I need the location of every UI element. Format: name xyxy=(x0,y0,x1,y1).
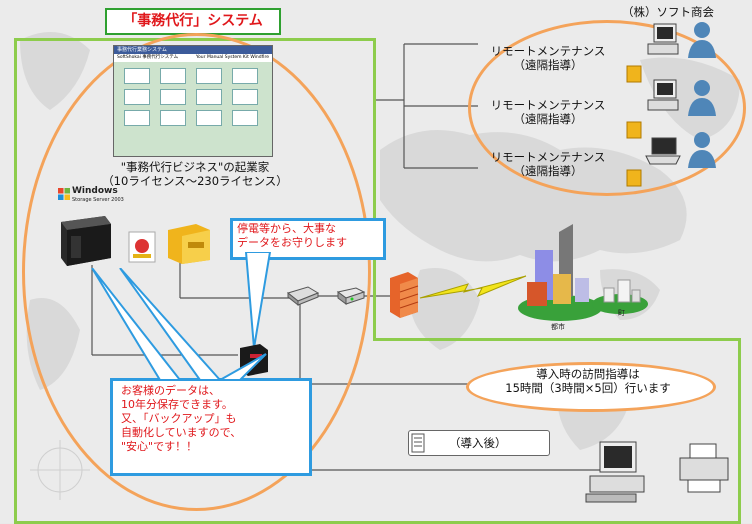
company-label: （株）ソフト商会 xyxy=(622,5,714,19)
printer-icon xyxy=(679,443,729,493)
entrepreneur-line2: （10ライセンス〜230ライセンス） xyxy=(102,174,288,188)
firewall-icon xyxy=(390,272,419,318)
remote-row-1-line1: リモートメンテナンス xyxy=(490,44,606,58)
data-retention-callout: お客様のデータは、 10年分保存できます。 又、「バックアップ」も 自動化してい… xyxy=(110,378,312,476)
windows-brand: Windows xyxy=(72,186,118,196)
app-icon-tile xyxy=(232,68,258,84)
app-icon-tile xyxy=(232,110,258,126)
power-protection-callout: 停電等から、大事な データをお守りします xyxy=(230,218,386,260)
data-callout-line3: 又、「バックアップ」も xyxy=(121,412,237,425)
remote-row-1-label: リモートメンテナンス （遠隔指導） xyxy=(478,44,618,72)
remote-maintenance-oval xyxy=(468,20,746,196)
system-frame-divider xyxy=(373,38,376,340)
power-callout-line1: 停電等から、大事な xyxy=(237,222,336,235)
visit-line2: 15時間（3時間×5回）行います xyxy=(505,381,671,395)
remote-row-2-line2: （遠隔指導） xyxy=(513,112,583,126)
remote-row-2-label: リモートメンテナンス （遠隔指導） xyxy=(478,98,618,126)
data-callout-pointer xyxy=(91,268,267,381)
entrepreneur-line1: "事務代行ビジネス"の起業家 xyxy=(120,160,270,174)
software-package-icon xyxy=(128,231,156,263)
laptop-computer-icon xyxy=(645,137,681,165)
app-icon-tile xyxy=(196,68,222,84)
app-icon-tile xyxy=(124,68,150,84)
software-box-icon xyxy=(626,121,642,139)
after-installation-label: （導入後） xyxy=(449,436,507,450)
internet-link-icon xyxy=(419,275,527,299)
windows-storage-server-logo: Windows Storage Server 2003 xyxy=(58,186,138,208)
after-installation-banner: （導入後） xyxy=(408,430,550,456)
data-callout-line5: "安心"です！！ xyxy=(121,440,198,453)
data-callout-line1: お客様のデータは、 xyxy=(121,384,220,397)
visit-instruction-label: 導入時の訪問指導は 15時間（3時間×5回）行います xyxy=(478,367,698,395)
power-callout-line2: データをお守りします xyxy=(237,236,347,249)
software-header-left: SoftShokai 事務代行システム xyxy=(117,55,179,60)
app-icon-tile xyxy=(124,89,150,105)
app-icon-tile xyxy=(196,110,222,126)
network-hub-icon xyxy=(286,286,320,307)
windows-flag-icon xyxy=(58,188,70,200)
app-icon-tile xyxy=(160,68,186,84)
remote-row-1-line2: （遠隔指導） xyxy=(513,58,583,72)
remote-row-3-label: リモートメンテナンス （遠隔指導） xyxy=(478,150,618,178)
desktop-computer-icon xyxy=(647,79,679,111)
nas-server-icon xyxy=(61,216,111,266)
software-title-bar: 事務代行業務システム xyxy=(114,46,272,54)
remote-row-3-line2: （遠隔指導） xyxy=(513,164,583,178)
network-router-icon xyxy=(336,287,366,305)
app-icon-tile xyxy=(160,110,186,126)
software-box-icon xyxy=(626,65,642,83)
software-screenshot: 事務代行業務システム SoftShokai 事務代行システム Your Manu… xyxy=(113,45,273,157)
scroll-roll-icon xyxy=(411,433,425,453)
city-label: 都市 xyxy=(551,323,565,331)
town-label: 町 xyxy=(618,309,625,317)
data-callout-line4: 自動化していますので、 xyxy=(121,426,242,439)
app-icon-tile xyxy=(160,89,186,105)
person-icon xyxy=(688,132,716,168)
entrepreneur-oval xyxy=(22,33,371,511)
power-callout-pointer xyxy=(244,252,272,349)
desktop-computer-icon xyxy=(647,23,679,55)
software-box-icon xyxy=(626,169,642,187)
person-icon xyxy=(688,80,716,116)
desktop-computer-icon xyxy=(585,441,645,503)
remote-row-3-line1: リモートメンテナンス xyxy=(490,150,606,164)
app-icon-tile xyxy=(196,89,222,105)
visit-line1: 導入時の訪問指導は xyxy=(536,367,640,381)
visit-instruction-oval xyxy=(466,362,716,412)
software-icon-grid xyxy=(114,62,272,132)
city-icon xyxy=(518,224,602,321)
app-icon-tile xyxy=(124,110,150,126)
town-icon xyxy=(592,279,648,314)
data-callout-line2: 10年分保存できます。 xyxy=(121,398,233,411)
windows-sub: Storage Server 2003 xyxy=(72,197,124,203)
app-icon-tile xyxy=(232,89,258,105)
person-icon xyxy=(688,22,716,58)
system-title: 「事務代行」システム xyxy=(105,8,281,35)
entrepreneur-label: "事務代行ビジネス"の起業家 （10ライセンス〜230ライセンス） xyxy=(70,160,320,188)
remote-row-2-line1: リモートメンテナンス xyxy=(490,98,606,112)
software-header-right: Your Manual System Kit Windfire xyxy=(195,55,269,60)
software-box-icon xyxy=(168,224,210,264)
